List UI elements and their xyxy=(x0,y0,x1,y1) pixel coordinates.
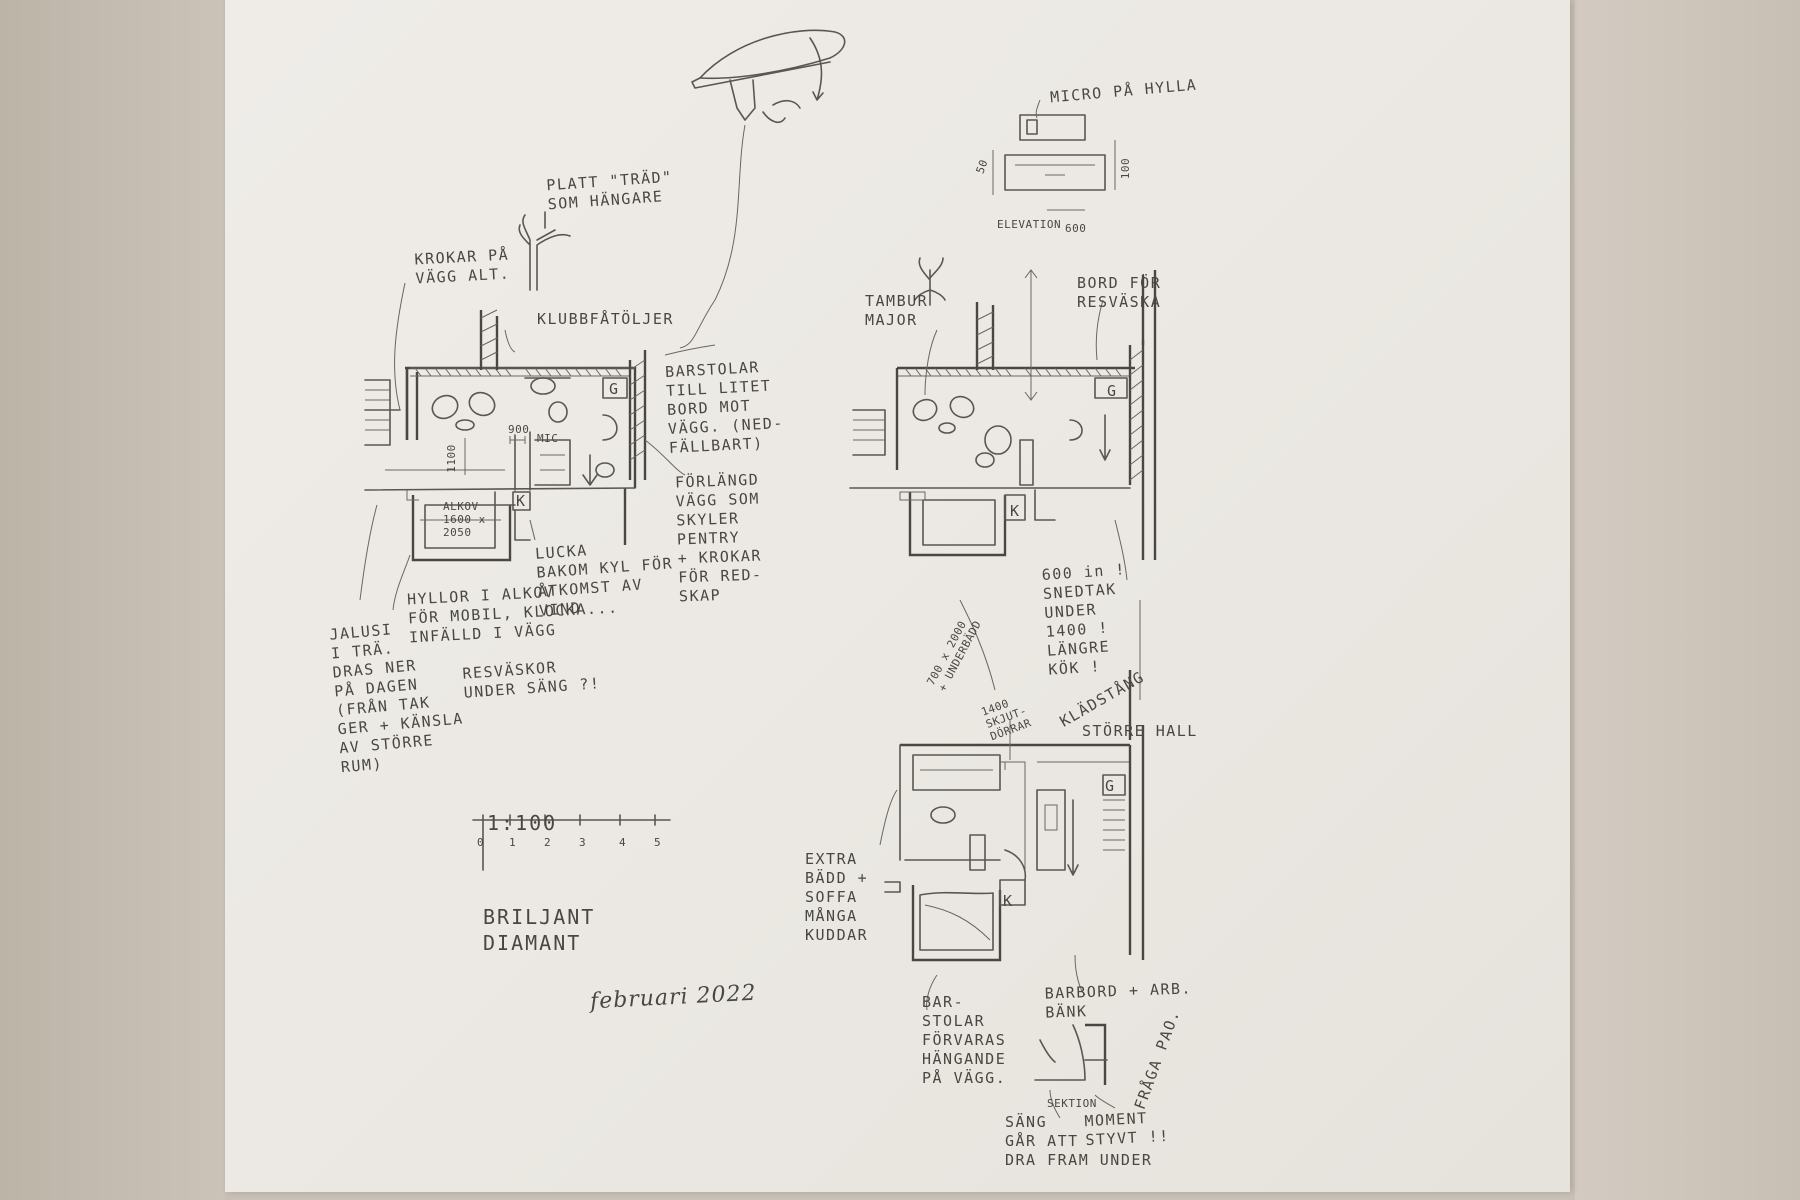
label-alcove-dimensions: ALKOV 1600 x 2050 xyxy=(443,500,486,539)
scale-tick-0: 0 xyxy=(477,836,485,849)
label-table-for-suitcase: BORD FÖR RESVÄSKA xyxy=(1077,274,1162,311)
scale-bar xyxy=(472,814,671,871)
label-dim-100: 100 xyxy=(1119,157,1133,180)
label-bed-pulls-out: SÄNG GÅR ATT DRA FRAM UNDER xyxy=(1005,1113,1153,1169)
sketch-paper: PLATT "TRÄD" SOM HÄNGARE KROKAR PÅ VÄGG … xyxy=(225,0,1570,1192)
label-extended-wall: FÖRLÄNGD VÄGG SOM SKYLER PENTRY + KROKAR… xyxy=(674,470,763,606)
label-k-right: K xyxy=(1010,502,1021,520)
label-mic-left: MIC xyxy=(537,432,559,445)
scale-tick-3: 3 xyxy=(579,836,587,849)
label-wooden-blind: JALUSI I TRÄ. DRAS NER PÅ DAGEN (FRÅN TA… xyxy=(328,620,465,777)
label-dim-900: 900 xyxy=(508,423,530,436)
label-club-armchairs: KLUBBFÅTÖLJER xyxy=(537,310,674,328)
label-sloping-ceiling: 600 in ! SNEDTAK UNDER 1400 ! LÄNGRE KÖK… xyxy=(1041,560,1127,679)
scale-tick-2: 2 xyxy=(544,836,552,849)
label-elevation: ELEVATION xyxy=(997,218,1062,231)
label-g-lower: G xyxy=(1105,777,1116,795)
left-floor-plan xyxy=(359,282,716,611)
label-moment-stiff: MOMENT STYVT !! xyxy=(1084,1108,1171,1150)
scale-tick-1: 1 xyxy=(509,836,517,849)
label-barstools: BARSTOLAR TILL LITET BORD MOT VÄGG. (NED… xyxy=(664,358,785,457)
scale-title: 1:100 xyxy=(487,811,558,835)
arrow-table-to-plan xyxy=(679,124,746,349)
label-hooks-on-wall: KROKAR PÅ VÄGG ALT. xyxy=(414,245,511,288)
scale-tick-5: 5 xyxy=(654,836,662,849)
scale-tick-4: 4 xyxy=(619,836,627,849)
label-barstools-hanging: BAR- STOLAR FÖRVARAS HÄNGANDE PÅ VÄGG. xyxy=(922,993,1007,1087)
label-k-lower: K xyxy=(1003,892,1014,910)
scale-tick-labels: 0 1 2 3 4 5 xyxy=(477,836,677,856)
label-k-left: K xyxy=(516,492,527,510)
label-g-left: G xyxy=(609,380,620,398)
pencil-sketch-drawing xyxy=(359,29,1157,1119)
label-section: SEKTION xyxy=(1047,1097,1097,1110)
label-tambur-major: TAMBUR MAJOR xyxy=(865,292,929,329)
right-floor-plan xyxy=(849,99,1157,581)
tree-hanger-sketch xyxy=(518,211,571,291)
label-dim-1100: 1100 xyxy=(444,444,458,473)
desk-background-left xyxy=(0,0,225,1200)
label-extra-bed-sofa: EXTRA BÄDD + SOFFA MÅNGA KUDDAR xyxy=(805,850,869,944)
folding-table-sketch xyxy=(691,29,846,124)
lower-floor-plan xyxy=(879,599,1145,1119)
label-larger-hall: STÖRRE HALL xyxy=(1082,722,1198,740)
label-dim-600: 600 xyxy=(1065,222,1087,235)
label-g-right: G xyxy=(1107,382,1118,400)
brand-briljant-diamant: BRILJANT DIAMANT xyxy=(483,905,596,955)
desk-background-right xyxy=(1575,0,1800,1200)
